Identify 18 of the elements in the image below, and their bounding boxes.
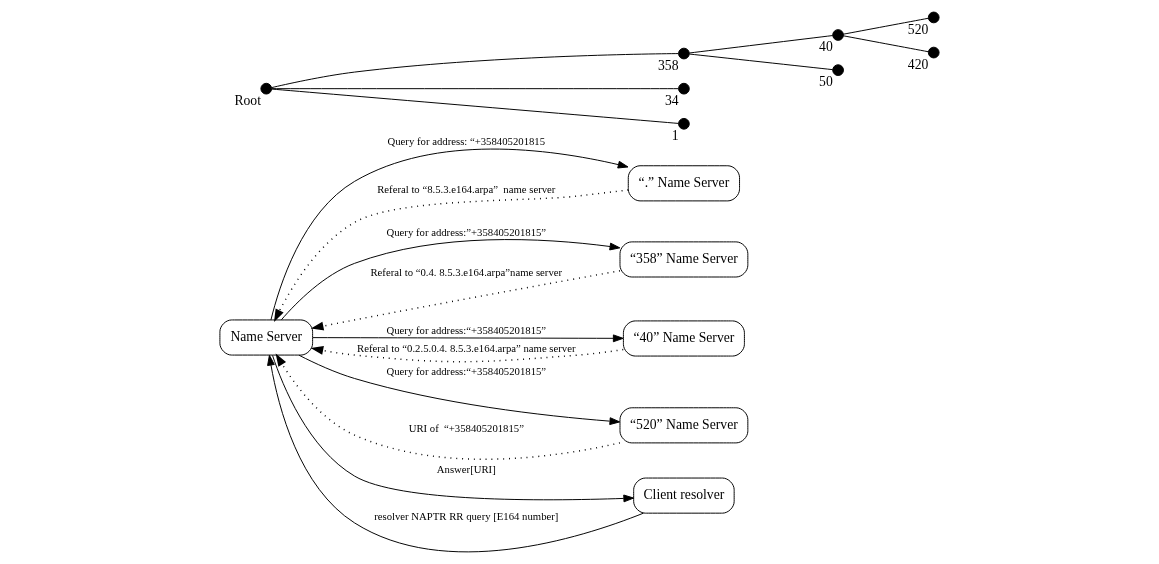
node-label: 50	[819, 74, 833, 90]
edge-label: URI of “+358405201815”	[408, 421, 524, 434]
edge-label: Referal to “0.2.5.0.4. 8.5.3.e164.arpa” name server	[357, 341, 576, 354]
edge-label: Answer[URI]	[436, 462, 496, 475]
node-label: 520	[907, 21, 929, 37]
edge-label: Query for address:“+358405201815”	[386, 365, 547, 378]
node-label: 358	[658, 57, 679, 73]
edge-label: Query for address:“+358405201815”	[386, 324, 547, 337]
edge-label: Referal to “0.4. 8.5.3.e164.arpa”name server	[370, 265, 563, 278]
node-label: 34	[664, 92, 679, 108]
node-label: 420	[907, 56, 929, 72]
edge-label: Query for address:”+358405201815”	[386, 225, 547, 238]
node-label: 40	[819, 39, 833, 55]
node-label: 1	[671, 128, 679, 144]
edge-label: resolver NAPTR RR query [E164 number]	[374, 509, 559, 522]
edge-label: Referal to “8.5.3.e164.arpa” name server	[377, 182, 556, 195]
node-label: Root	[234, 92, 261, 108]
edge-label: Query for address: “+358405201815	[387, 135, 546, 148]
